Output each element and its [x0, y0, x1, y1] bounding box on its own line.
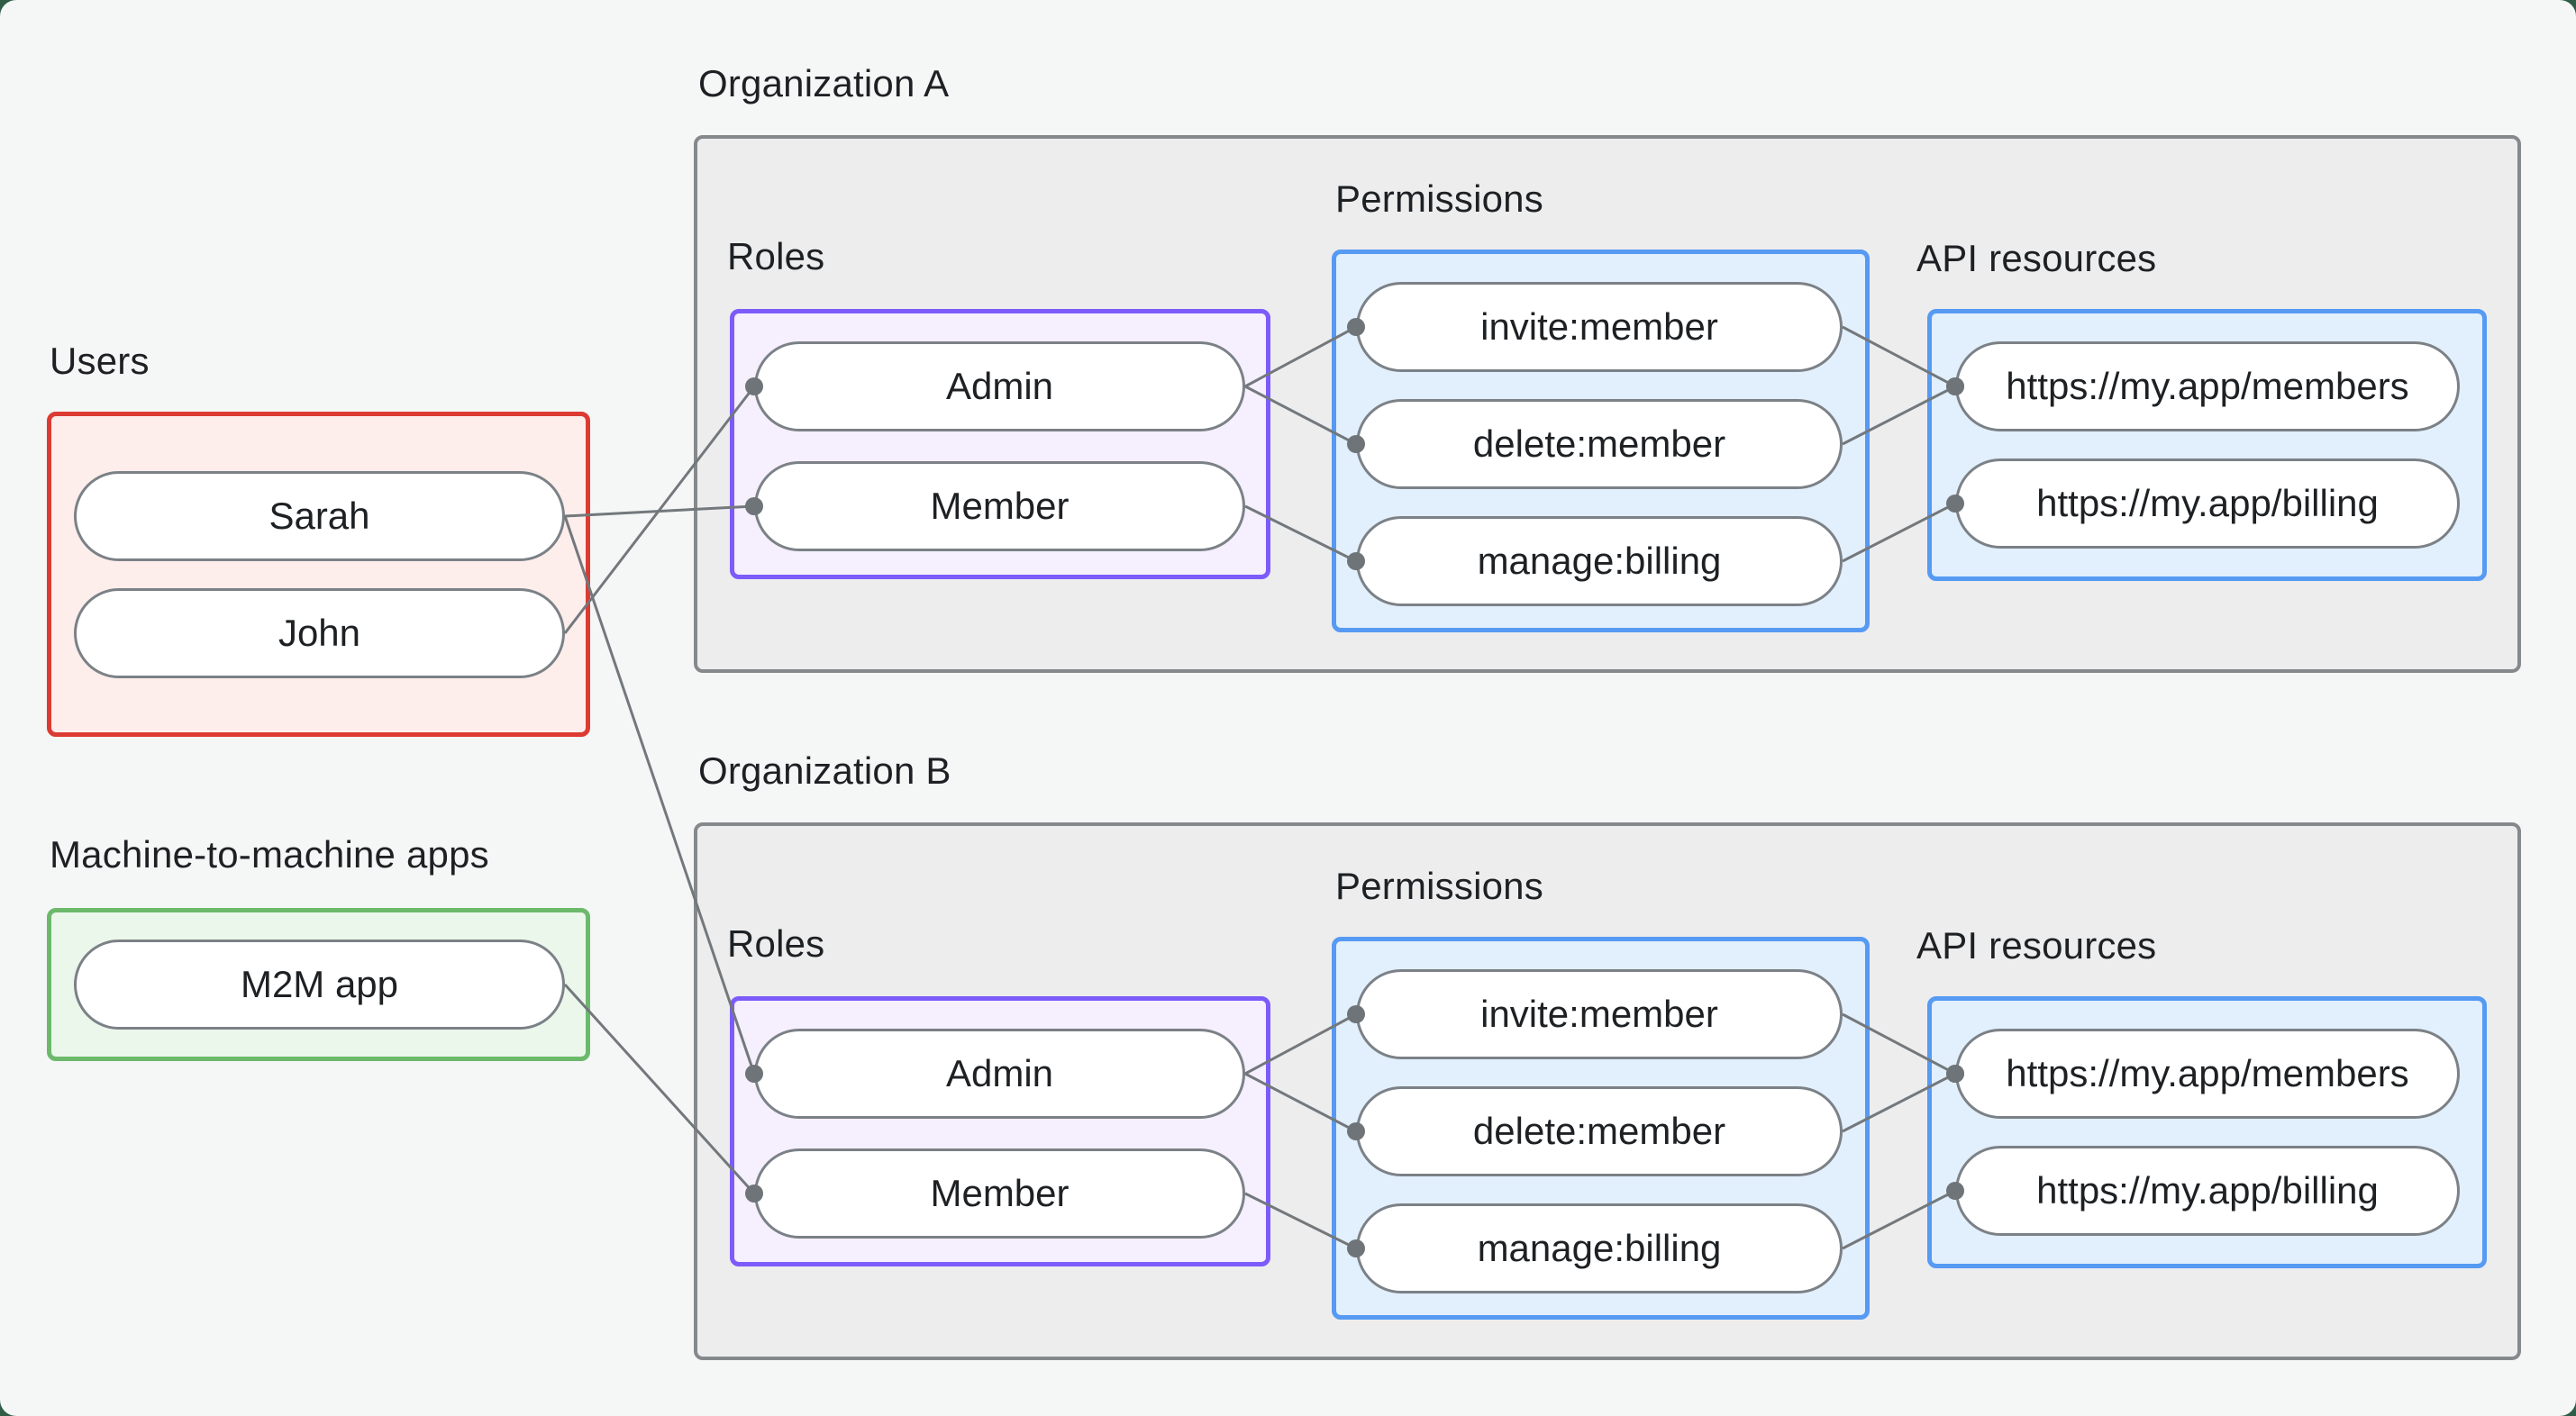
- org-a-permission-pill-manage-billing: manage:billing: [1356, 516, 1843, 606]
- org-a-permission-pill-invite-member: invite:member: [1356, 282, 1843, 372]
- org-b-api-pill-billing: https://my.app/billing: [1955, 1146, 2460, 1236]
- org-a-permissions-label: Permissions: [1335, 177, 1543, 220]
- org-b-api-resources-label: API resources: [1916, 924, 2157, 967]
- org-a-api-pill-members: https://my.app/members: [1955, 341, 2460, 431]
- users-group-label: Users: [50, 340, 150, 382]
- org-b-role-pill-admin: Admin: [754, 1029, 1245, 1119]
- m2m-group-label: Machine-to-machine apps: [50, 833, 489, 876]
- org-b-api-pill-members: https://my.app/members: [1955, 1029, 2460, 1119]
- org-a-roles-label: Roles: [727, 235, 825, 277]
- org-b-title: Organization B: [698, 749, 951, 792]
- org-a-permission-pill-delete-member: delete:member: [1356, 399, 1843, 489]
- m2m-app-pill: M2M app: [74, 939, 565, 1030]
- org-a-role-pill-member: Member: [754, 461, 1245, 551]
- org-a-role-pill-admin: Admin: [754, 341, 1245, 431]
- org-b-roles-label: Roles: [727, 922, 825, 965]
- org-a-title: Organization A: [698, 62, 950, 104]
- org-b-permission-pill-invite-member: invite:member: [1356, 969, 1843, 1059]
- user-pill-sarah: Sarah: [74, 471, 565, 561]
- org-a-api-pill-billing: https://my.app/billing: [1955, 458, 2460, 549]
- org-b-permissions-label: Permissions: [1335, 865, 1543, 907]
- org-b-permission-pill-delete-member: delete:member: [1356, 1086, 1843, 1176]
- org-a-api-resources-label: API resources: [1916, 237, 2157, 279]
- org-b-role-pill-member: Member: [754, 1148, 1245, 1239]
- org-b-permission-pill-manage-billing: manage:billing: [1356, 1203, 1843, 1293]
- user-pill-john: John: [74, 588, 565, 678]
- users-group-box: [47, 412, 590, 737]
